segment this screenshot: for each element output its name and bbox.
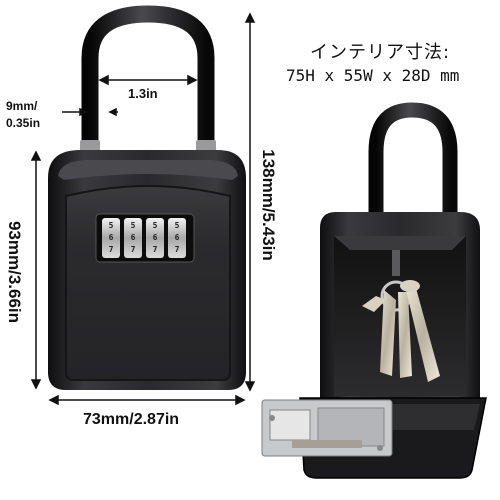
open-shackle bbox=[368, 102, 458, 222]
shackle-thickness-mm: 9mm/ bbox=[6, 99, 38, 113]
total-height-label: 138mm/5.43in bbox=[259, 149, 278, 261]
svg-text:5: 5 bbox=[175, 221, 180, 230]
svg-text:7: 7 bbox=[109, 245, 114, 254]
shackle-thickness-in: 0.35in bbox=[6, 116, 41, 130]
closed-lockbox: 5 6 7 5 6 7 5 6 7 5 6 7 bbox=[48, 5, 246, 390]
svg-text:7: 7 bbox=[153, 245, 158, 254]
svg-text:5: 5 bbox=[109, 221, 114, 230]
open-lockbox bbox=[261, 102, 487, 479]
interior-dimensions-title: インテリア寸法: bbox=[310, 42, 451, 63]
svg-text:6: 6 bbox=[131, 233, 136, 242]
shackle-width-label: 1.3in bbox=[128, 86, 158, 101]
interior-dimensions-value: 75H x 55W x 28D mm bbox=[286, 66, 460, 85]
svg-text:7: 7 bbox=[131, 245, 136, 254]
svg-text:6: 6 bbox=[109, 233, 114, 242]
dimension-lines bbox=[30, 12, 256, 406]
body-width-label: 73mm/2.87in bbox=[83, 411, 180, 428]
svg-text:5: 5 bbox=[153, 221, 158, 230]
body-height-label: 93mm/3.66in bbox=[5, 220, 24, 324]
shackle bbox=[81, 5, 215, 158]
svg-text:5: 5 bbox=[131, 221, 136, 230]
svg-text:7: 7 bbox=[175, 245, 180, 254]
svg-text:6: 6 bbox=[175, 233, 180, 242]
svg-text:6: 6 bbox=[153, 233, 158, 242]
shackle-thickness-label: 9mm/ 0.35in bbox=[6, 98, 40, 132]
keys bbox=[362, 280, 440, 382]
combination-dials: 5 6 7 5 6 7 5 6 7 5 6 7 bbox=[102, 218, 186, 258]
